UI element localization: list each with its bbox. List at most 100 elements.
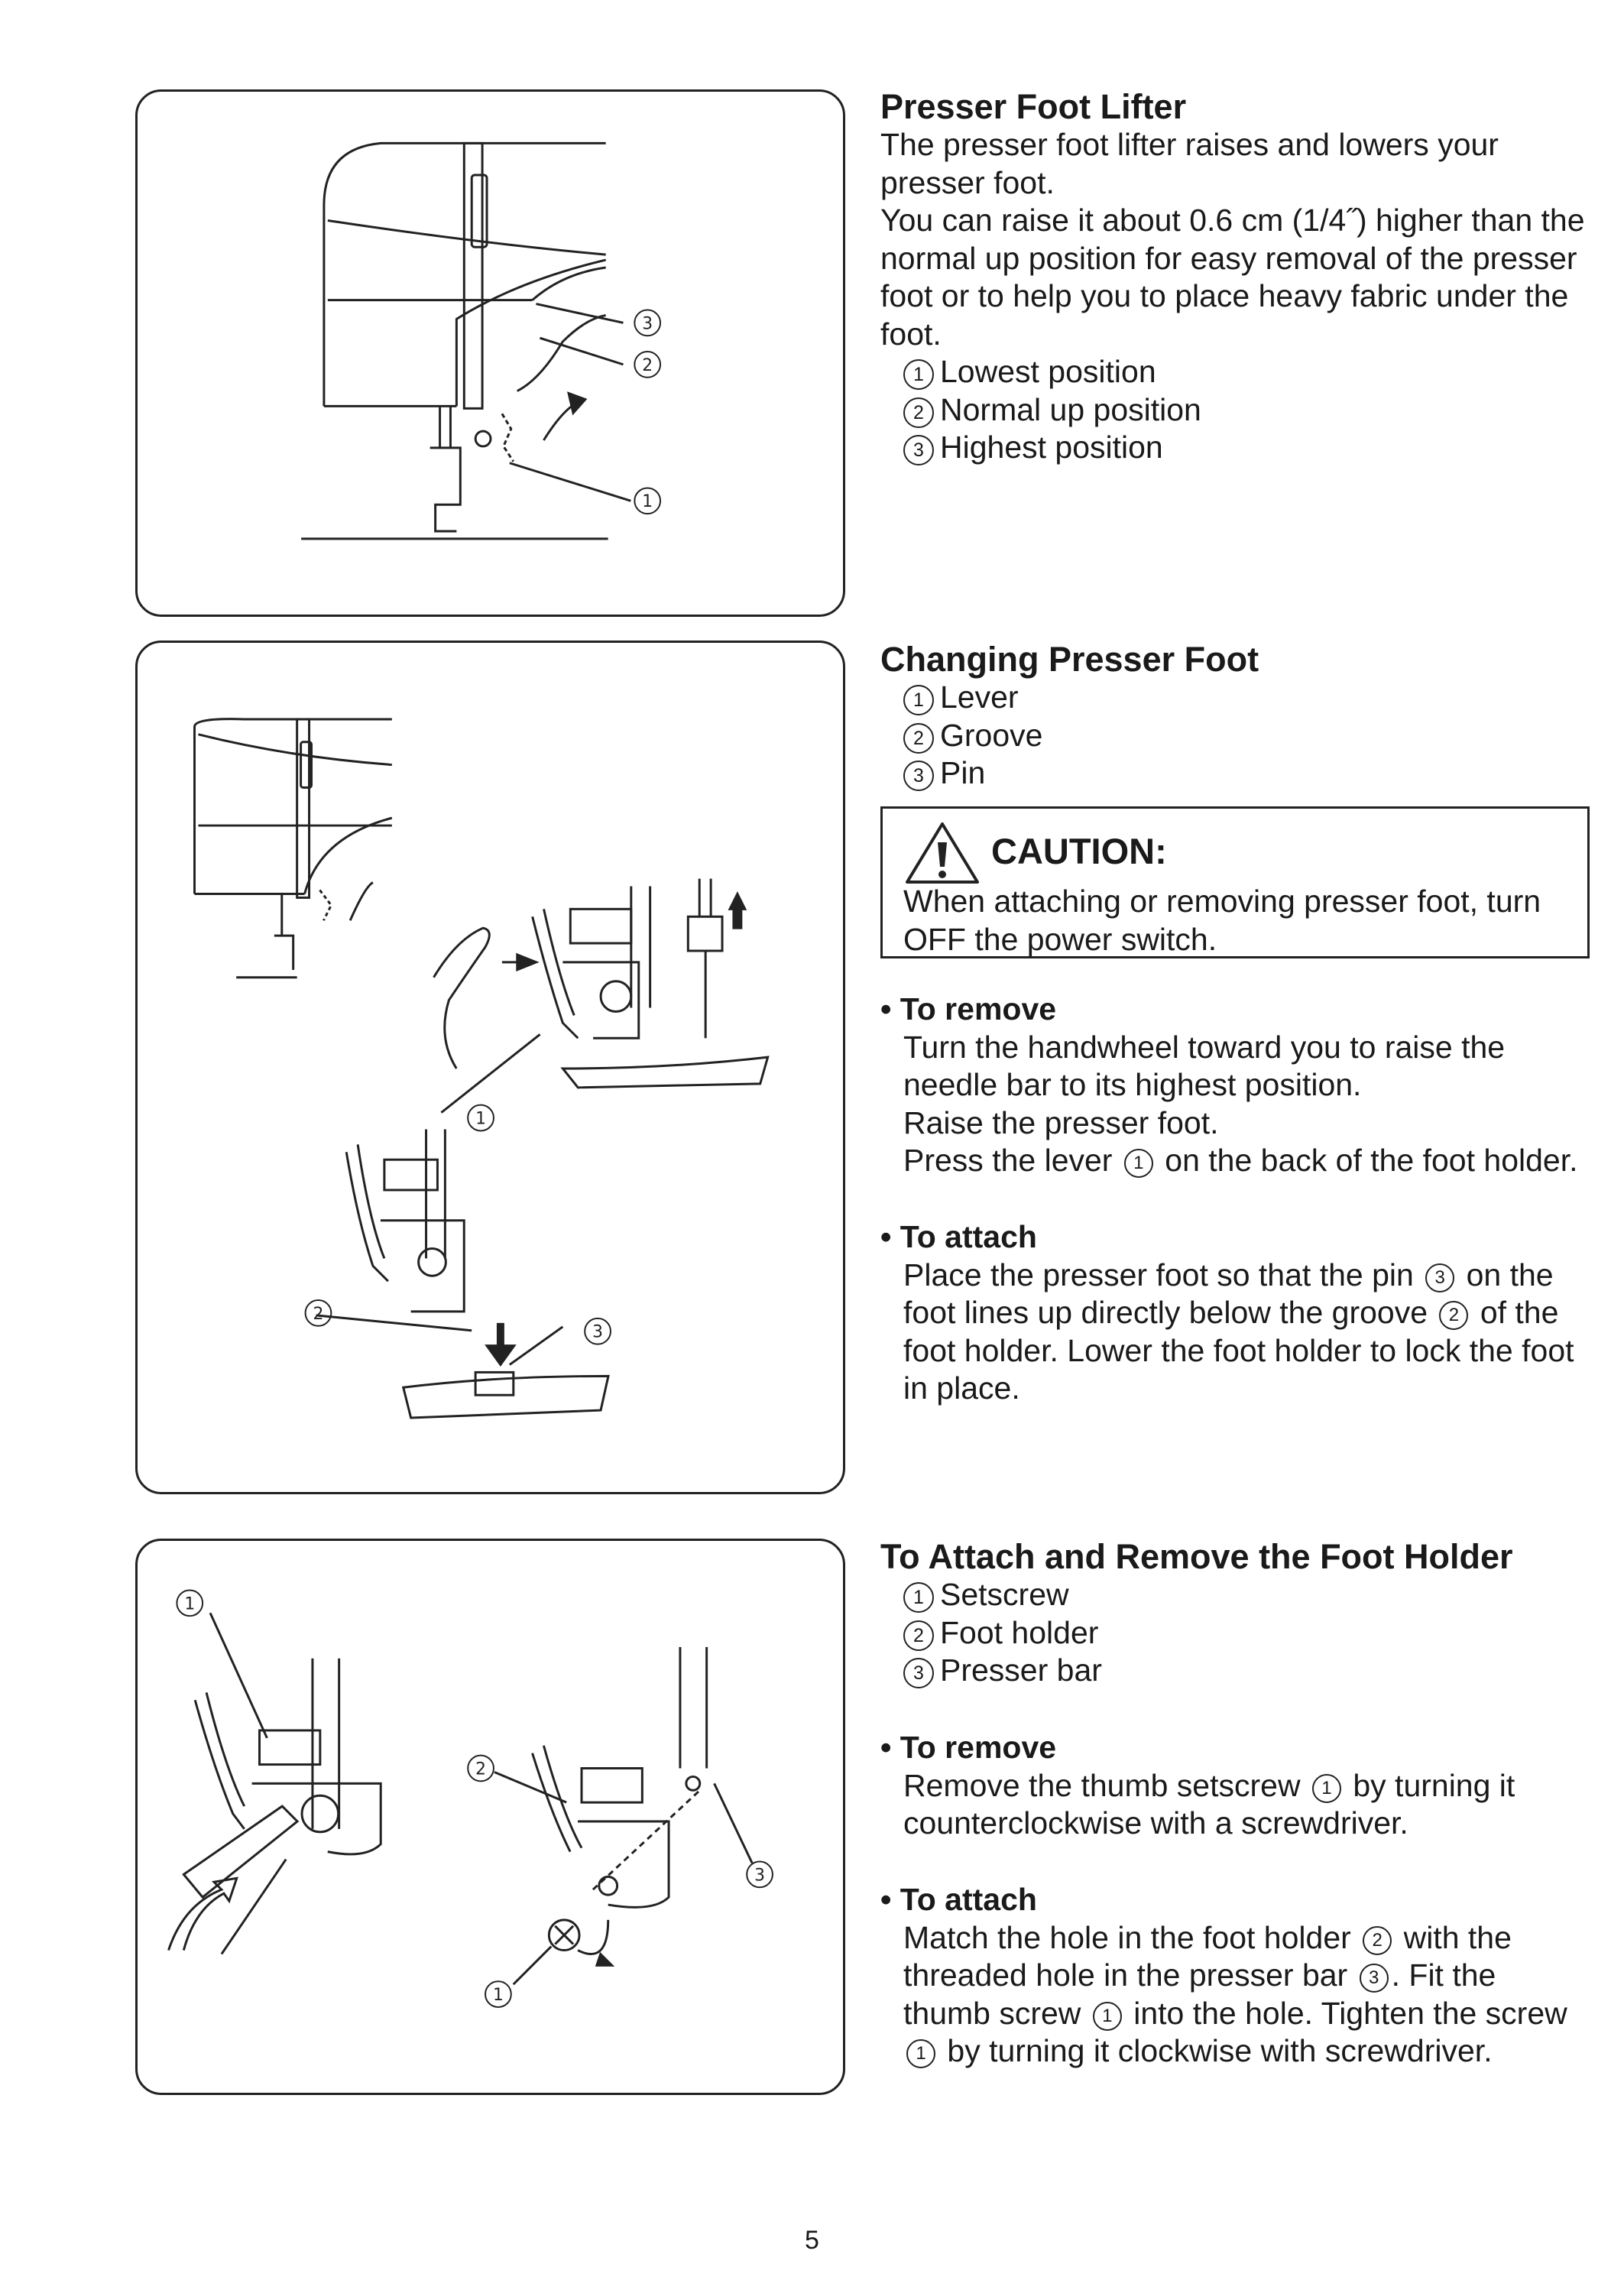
text-fragment: Remove the thumb setscrew	[903, 1767, 1301, 1803]
text-fragment: by turning it	[1353, 1767, 1515, 1803]
instruction-line: 1 by turning it clockwise with screwdriv…	[880, 2032, 1599, 2071]
paragraph: You can raise it about 0.6 cm (1/4˝) hig…	[880, 203, 1585, 352]
figure-foot-holder: 1 2 3 1	[135, 1539, 845, 2095]
instruction-line: foot holder. Lower the foot holder to lo…	[903, 1332, 1574, 1368]
callout-3: 3	[642, 314, 653, 333]
text-fragment: Press the lever	[903, 1143, 1113, 1178]
text-fragment: . Fit the	[1391, 1957, 1496, 1993]
subsection-heading: • To attach	[880, 1219, 1037, 1254]
callout-1: 1	[475, 1110, 486, 1129]
callout-1: 1	[184, 1594, 195, 1614]
item-number: 1	[1311, 1773, 1341, 1803]
figure-presser-foot-lifter: 3 2 1	[135, 89, 845, 617]
caution-box: CAUTION: When attaching or removing pres…	[880, 806, 1590, 958]
section-title: To Attach and Remove the Foot Holder	[880, 1537, 1513, 1576]
instruction-line: thumb screw 1 into the hole. Tighten the…	[880, 1995, 1599, 2033]
page-number: 5	[805, 2226, 819, 2255]
item-label: Presser bar	[940, 1652, 1102, 1688]
item-number: 3	[903, 435, 934, 465]
callout-1: 1	[493, 1986, 504, 2005]
callout-1: 1	[642, 492, 653, 511]
item-number: 1	[903, 359, 934, 390]
changing-foot-illustration: 1 2 3	[193, 718, 770, 1419]
figure-changing-presser-foot: 1 2 3	[135, 641, 845, 1494]
subsection-attach: • To attach Place the presser foot so th…	[880, 1218, 1599, 1408]
instruction-line: Place the presser foot so that the pin 3…	[880, 1257, 1599, 1295]
text-fragment: Place the presser foot so that the pin	[903, 1257, 1414, 1292]
caution-title: CAUTION:	[991, 831, 1167, 871]
callout-2: 2	[313, 1305, 324, 1324]
item-label: Lever	[940, 679, 1019, 715]
subsection-remove: • To remove Turn the handwheel toward yo…	[880, 991, 1599, 1180]
instruction-line: Press the lever 1 on the back of the foo…	[880, 1142, 1599, 1180]
subsection-heading: • To remove	[880, 991, 1057, 1026]
item-label: Groove	[940, 717, 1043, 753]
item-label: Setscrew	[940, 1577, 1069, 1612]
instruction-line: counterclockwise with a screwdriver.	[903, 1805, 1408, 1841]
subsection-attach: • To attach Match the hole in the foot h…	[880, 1881, 1599, 2071]
instruction-line: Remove the thumb setscrew 1 by turning i…	[880, 1767, 1599, 1805]
item-number: 1	[903, 685, 934, 715]
section-title: Presser Foot Lifter	[880, 87, 1187, 126]
callout-3: 3	[592, 1323, 603, 1342]
item-number: 2	[903, 722, 934, 754]
item-number: 3	[903, 761, 934, 791]
item-label: Foot holder	[940, 1614, 1099, 1650]
item-number: 2	[903, 397, 934, 428]
text-fragment: threaded hole in the presser bar	[903, 1957, 1348, 1993]
text-fragment: foot lines up directly below the groove	[903, 1295, 1428, 1330]
item-label: Lowest position	[940, 354, 1156, 389]
callout-2: 2	[642, 356, 653, 375]
section-title: Changing Presser Foot	[880, 640, 1259, 679]
text-fragment: on the back of the foot holder.	[1165, 1143, 1578, 1178]
item-label: Normal up position	[940, 391, 1201, 427]
item-label: Pin	[940, 755, 986, 790]
item-label: Highest position	[940, 430, 1163, 465]
item-number: 3	[1359, 1964, 1389, 1993]
text-fragment: with the	[1403, 1919, 1512, 1955]
item-number: 3	[903, 1658, 934, 1688]
sewing-machine-lifter-illustration: 3 2 1	[301, 141, 662, 540]
instruction-line: Raise the presser foot.	[903, 1104, 1219, 1140]
item-number: 1	[906, 2039, 935, 2068]
instruction-line: foot lines up directly below the groove …	[880, 1294, 1599, 1332]
text-fragment: on the	[1466, 1257, 1554, 1292]
paragraph: The presser foot lifter raises and lower…	[880, 127, 1499, 200]
foot-holder-illustration: 1 2 3 1	[167, 1589, 773, 2008]
warning-triangle-icon	[906, 822, 979, 884]
item-number: 1	[1092, 2001, 1122, 2031]
instruction-line: in place.	[903, 1370, 1020, 1406]
subsection-heading: • To attach	[880, 1882, 1037, 1917]
callout-3: 3	[754, 1866, 765, 1885]
subsection-heading: • To remove	[880, 1730, 1057, 1765]
item-number: 2	[1363, 1925, 1392, 1955]
text-fragment: of the	[1480, 1295, 1559, 1330]
section-presser-foot-lifter: Presser Foot Lifter The presser foot lif…	[880, 88, 1599, 467]
text-fragment: into the hole. Tighten the screw	[1133, 1995, 1567, 2031]
subsection-remove: • To remove Remove the thumb setscrew 1 …	[880, 1729, 1599, 1843]
item-number: 2	[903, 1620, 934, 1651]
callout-2: 2	[475, 1759, 486, 1779]
item-number: 1	[1123, 1149, 1153, 1178]
caution-text: When attaching or removing presser foot,…	[903, 884, 1541, 957]
item-number: 2	[1439, 1301, 1469, 1330]
text-fragment: by turning it clockwise with screwdriver…	[947, 2033, 1493, 2068]
instruction-line: Match the hole in the foot holder 2 with…	[880, 1919, 1599, 1957]
instruction-line: needle bar to its highest position.	[903, 1067, 1362, 1102]
item-number: 3	[1425, 1263, 1455, 1292]
instruction-line: threaded hole in the presser bar 3. Fit …	[880, 1957, 1599, 1995]
text-fragment: thumb screw	[903, 1995, 1081, 2031]
